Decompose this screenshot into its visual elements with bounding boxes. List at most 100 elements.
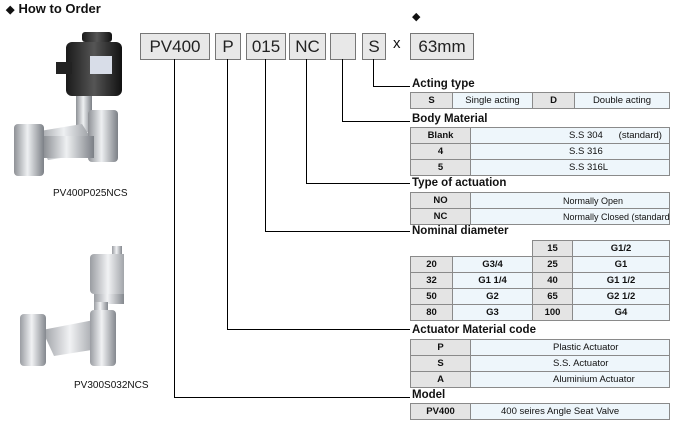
section-title-actuator-material: Actuator Material code [412, 324, 536, 336]
table-cell: S.S 316L [470, 159, 670, 176]
table-cell: PV400 [410, 403, 471, 420]
valve-image-2 [20, 246, 124, 366]
connector-line-diameter [265, 231, 410, 232]
table-cell: 20 [410, 256, 453, 273]
table-cell: 65 [532, 288, 573, 305]
table-cell: Normally Open [470, 192, 670, 209]
section-title-type-of-actuation: Type of actuation [412, 177, 507, 189]
valve-image-1 [14, 32, 122, 176]
table-cell: S [410, 355, 471, 372]
order-code-actuator: P [215, 33, 241, 60]
table-cell: Aluminium Actuator [470, 371, 670, 388]
table-cell: Double acting [574, 92, 670, 109]
table-cell: G1 1/4 [452, 272, 533, 289]
table-cell: G4 [572, 304, 670, 321]
connector-line-actuation [306, 183, 410, 184]
standard-note: (standard) [631, 211, 670, 222]
page-title: ◆How to Order [6, 1, 101, 16]
table-cell: S.S 316 [470, 143, 670, 160]
table-cell: NC [410, 208, 471, 225]
section-title-nominal-diameter: Nominal diameter [412, 225, 509, 237]
table-cell: 100 [532, 304, 573, 321]
table-cell: Blank [410, 127, 471, 144]
table-cell: G1 [572, 256, 670, 273]
table-cell: G1 1/2 [572, 272, 670, 289]
table-cell: 50 [410, 288, 453, 305]
connector-line-acting [373, 86, 410, 87]
table-cell: G1/2 [572, 240, 670, 257]
table-cell: D [532, 92, 575, 109]
product-caption: PV400P025NCS [53, 188, 128, 199]
table-cell: Plastic Actuator [470, 339, 670, 356]
diamond-icon: ◆ [6, 4, 15, 16]
table-cell: 15 [532, 240, 573, 257]
acting-type-table: S Single acting D Double acting [410, 92, 670, 109]
table-cell: 400 seires Angle Seat Valve [470, 403, 670, 420]
order-code-material [330, 33, 356, 60]
multiply-sign: x [393, 35, 401, 52]
table-cell [452, 240, 533, 257]
table-cell: Single acting [452, 92, 533, 109]
section-title-acting-type: Acting type [412, 78, 475, 90]
table-cell: NO [410, 192, 471, 209]
standard-note: (standard) [618, 130, 662, 141]
connector-line-diameter [265, 59, 266, 231]
connector-line-material [342, 59, 343, 121]
table-row: S Single acting D Double acting [410, 92, 670, 109]
table-cell: G2 1/2 [572, 288, 670, 305]
actuation-desc: Normally Closed [563, 211, 630, 222]
table-cell: A [410, 371, 471, 388]
order-code-actuation: NC [289, 33, 326, 60]
product-caption: PV300S032NCS [74, 380, 149, 391]
table-cell: 4 [410, 143, 471, 160]
table-cell: Normally Closed (standard) [470, 208, 670, 225]
order-code-diameter: 015 [246, 33, 286, 60]
table-cell: P [410, 339, 471, 356]
table-cell [410, 240, 453, 257]
diamond-icon: ◆ [412, 11, 421, 23]
table-cell: 5 [410, 159, 471, 176]
table-cell: S.S 304 (standard) [470, 127, 670, 144]
connector-line-actuation [306, 59, 307, 183]
table-cell: G3/4 [452, 256, 533, 273]
table-cell: G2 [452, 288, 533, 305]
order-code-model: PV400 [140, 33, 210, 60]
connector-line-model [174, 397, 410, 398]
connector-line-acting [373, 59, 374, 86]
table-cell: 80 [410, 304, 453, 321]
order-code-length: 63mm [410, 33, 474, 60]
material-desc: S.S 304 [569, 130, 603, 141]
table-cell: S.S. Actuator [470, 355, 670, 372]
table-cell: S [410, 92, 453, 109]
connector-line-actuator [227, 59, 228, 329]
section-title-body-material: Body Material [412, 113, 488, 125]
connector-line-material [342, 121, 410, 122]
table-cell: 25 [532, 256, 573, 273]
table-cell: 32 [410, 272, 453, 289]
table-cell: 40 [532, 272, 573, 289]
order-code-acting: S [362, 33, 386, 60]
connector-line-model [174, 59, 175, 397]
section-title-model: Model [412, 389, 446, 401]
connector-line-actuator [227, 329, 410, 330]
table-cell: G3 [452, 304, 533, 321]
